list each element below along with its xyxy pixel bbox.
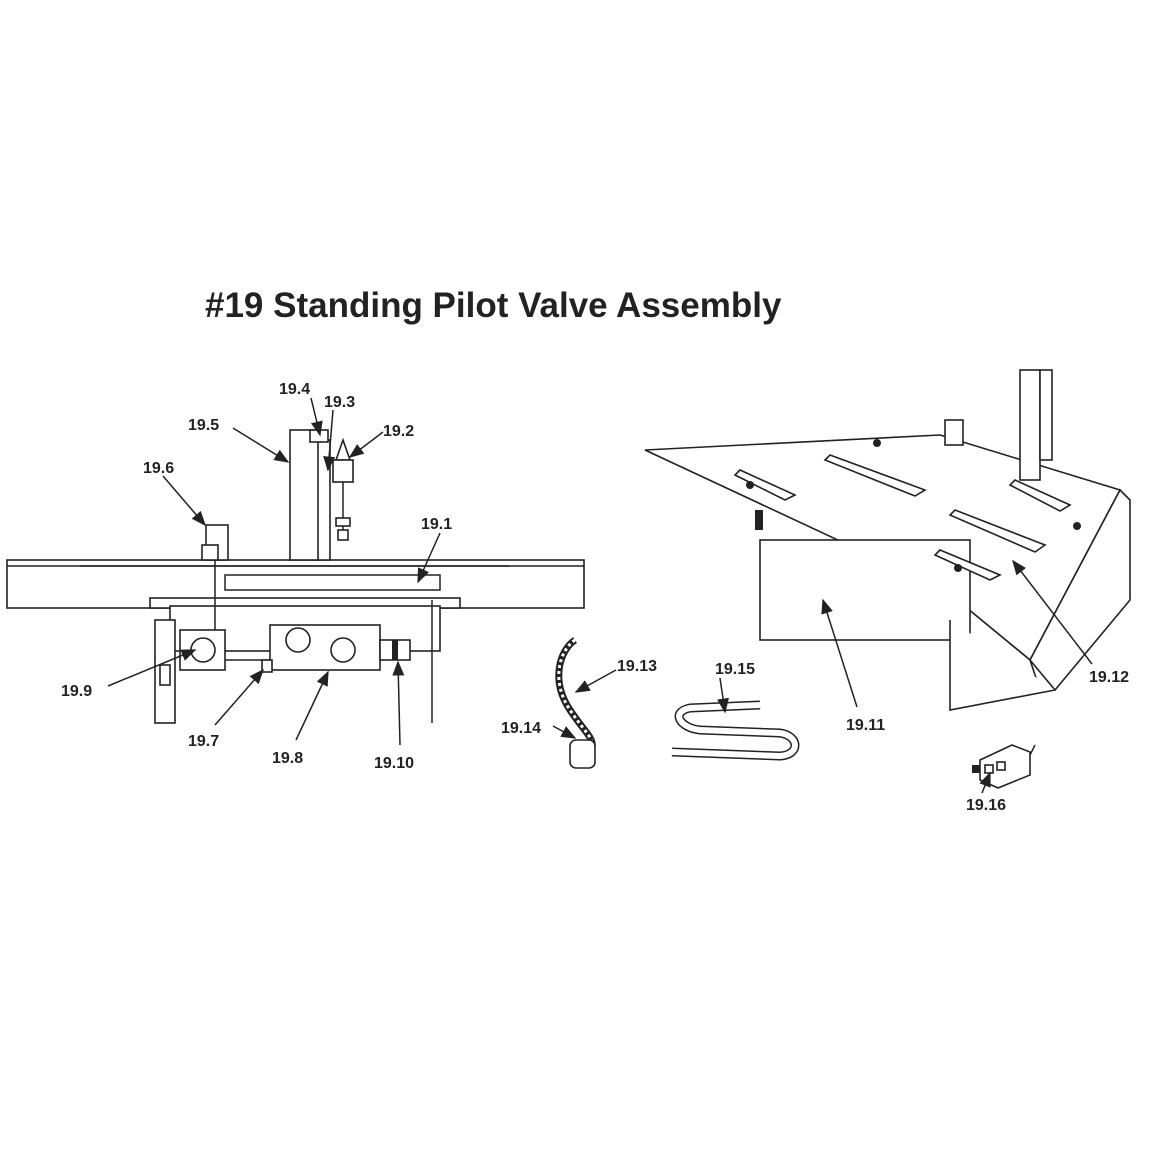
callout-19-12: 19.12 — [1089, 669, 1129, 686]
callout-19-16: 19.16 — [966, 797, 1006, 814]
callout-19-15: 19.15 — [715, 661, 755, 678]
callout-19-9: 19.9 — [61, 683, 92, 700]
callout-19-1: 19.1 — [421, 516, 452, 533]
callout-19-6: 19.6 — [143, 460, 174, 477]
wire-connector — [972, 744, 1036, 789]
leader-lines — [107, 397, 1093, 794]
isometric-assembly — [644, 369, 1131, 711]
callout-19-4: 19.4 — [279, 381, 310, 398]
callout-19-7: 19.7 — [188, 733, 219, 750]
callout-19-5: 19.5 — [188, 417, 219, 434]
diagram-title: #19 Standing Pilot Valve Assembly — [205, 286, 782, 325]
front-view-assembly — [6, 429, 585, 724]
callout-19-3: 19.3 — [324, 394, 355, 411]
callout-19-11: 19.11 — [846, 717, 885, 734]
flex-gas-line — [555, 637, 596, 769]
callout-19-13: 19.13 — [617, 658, 657, 675]
callout-19-10: 19.10 — [374, 755, 414, 772]
callout-19-2: 19.2 — [383, 423, 414, 440]
callout-19-14: 19.14 — [501, 720, 541, 737]
callout-19-8: 19.8 — [272, 750, 303, 767]
